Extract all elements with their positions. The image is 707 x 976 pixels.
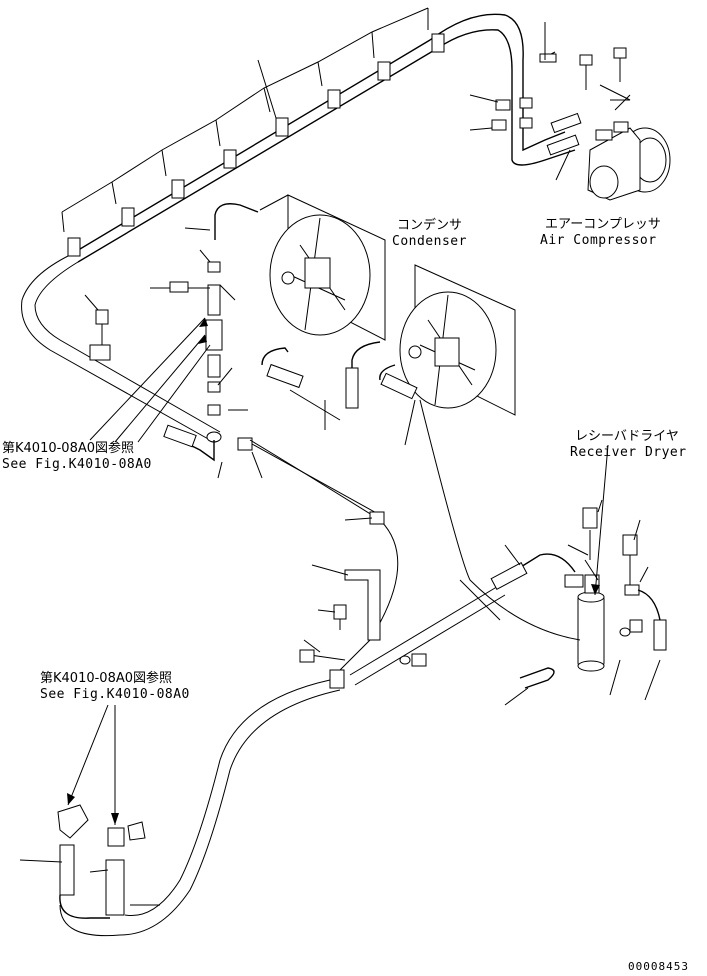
receiver-dryer: [577, 444, 667, 672]
lower-pipe-line: [59, 439, 506, 937]
center-bracket: [299, 564, 427, 689]
ref-arrows-lower: [67, 704, 119, 825]
left-bolt-clamp: [84, 294, 111, 361]
receiver-hose: [490, 499, 649, 590]
lower-left-hoses: [19, 804, 160, 919]
ref-lower-label-en: See Fig.K4010-08A0: [40, 687, 190, 702]
compressor-label-en: Air Compressor: [540, 233, 657, 248]
condenser-label-jp: コンデンサ: [397, 217, 462, 233]
figure-number: 00008453: [628, 960, 689, 973]
condenser-front: [259, 194, 386, 341]
condenser-label-en: Condenser: [392, 234, 467, 249]
ref-arrows-upper: [89, 317, 211, 443]
compressor-hoses: [491, 97, 582, 166]
compressor-bolts: [539, 47, 627, 90]
air-compressor: [587, 121, 671, 201]
condenser-rear: [399, 264, 516, 416]
upper-pipe-clamps: [67, 33, 445, 257]
ref-upper-label-en: See Fig.K4010-08A0: [2, 457, 152, 472]
upper-pipe-line: [21, 7, 524, 441]
ref-lower-label-jp: 第K4010-08A0図参照: [40, 670, 172, 686]
compressor-label-jp: エアーコンプレッサ: [545, 217, 661, 232]
u-clip: [504, 667, 555, 706]
ref-upper-label-jp: 第K4010-08A0図参照: [2, 440, 134, 456]
receiver-label-en: Receiver Dryer: [570, 445, 687, 460]
fittings-column: [150, 227, 248, 479]
receiver-label-jp: レシーバドライヤ: [575, 429, 679, 444]
condenser-hoses: [214, 203, 418, 446]
